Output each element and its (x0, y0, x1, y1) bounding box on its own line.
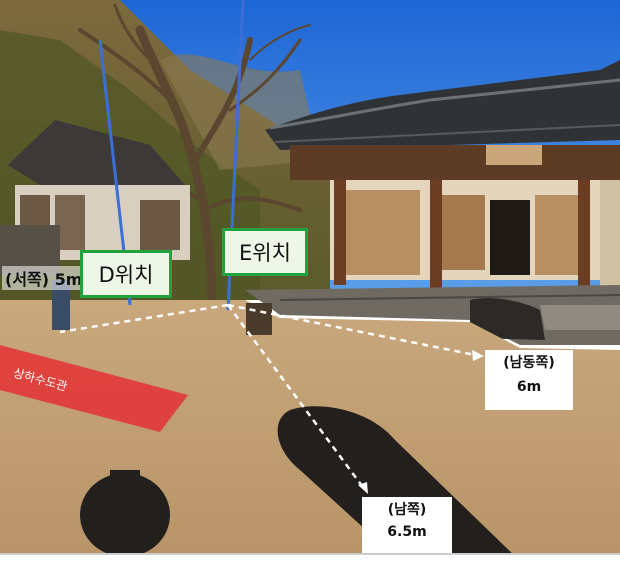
southeast-direction: (남동쪽) (503, 355, 555, 371)
southeast-distance-card: (남동쪽) 6m (485, 350, 573, 410)
pole-shadow (277, 406, 520, 561)
south-distance-card: (남쪽) 6.5m (362, 497, 452, 553)
position-d-label: D위치 (80, 250, 172, 298)
arrow-head-south (358, 482, 368, 494)
stone-platform (245, 285, 620, 345)
southeast-distance: 6m (516, 379, 542, 395)
west-distance-label: (서쪽) 5m (2, 266, 86, 290)
arrow-head-southeast (472, 350, 484, 361)
south-distance: 6.5m (387, 524, 427, 540)
left-building (0, 120, 190, 275)
temple-building (265, 60, 620, 290)
water-pipe-marker (0, 345, 188, 432)
south-direction: (남쪽) (387, 502, 427, 518)
trash-bin (246, 303, 272, 335)
bottom-border (0, 553, 620, 561)
person-shadow (80, 473, 170, 557)
distance-lines (59, 303, 481, 491)
position-e-label: E위치 (222, 228, 308, 276)
